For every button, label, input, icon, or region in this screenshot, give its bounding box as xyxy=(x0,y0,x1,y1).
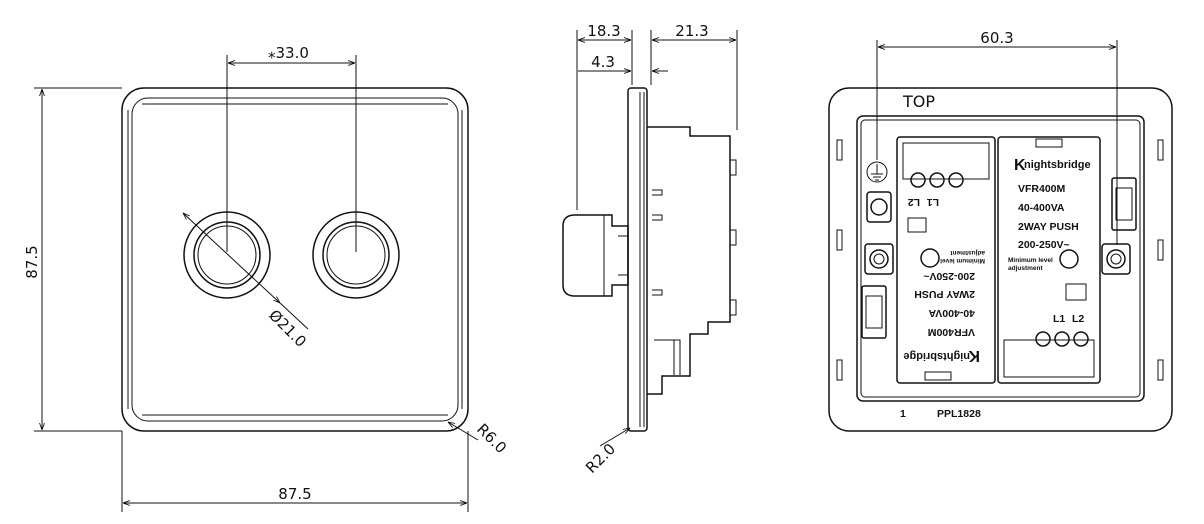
voltage-label-left: 200-250V~ xyxy=(923,270,975,282)
rear-view xyxy=(828,40,1173,432)
left-module-labels: K nightsbridge VFR400M 40-400VA 2WAY PUS… xyxy=(903,196,985,364)
clip-right xyxy=(1111,177,1137,231)
rear-slots xyxy=(836,139,1164,381)
front-view xyxy=(34,55,479,512)
dim-line-radius xyxy=(448,422,479,441)
terminal-l1-right: L1 xyxy=(1053,313,1065,325)
type-label-left: 2WAY PUSH xyxy=(914,288,975,300)
label-side-radius: R2.0 xyxy=(582,440,619,477)
fixing-lug-left xyxy=(864,243,894,275)
rear-frame xyxy=(856,115,1145,402)
side-view xyxy=(562,30,738,447)
front-plate-corner-lines xyxy=(127,103,463,416)
svg-text:K: K xyxy=(968,347,980,364)
dim-line-side-radius xyxy=(599,428,630,447)
earth-symbol-icon xyxy=(866,161,888,183)
dimmer-module-left xyxy=(896,136,996,384)
label-width: 87.5 xyxy=(278,485,311,503)
rating-label-right: 40-400VA xyxy=(1018,202,1065,214)
label-knob-diameter: Ø21.0 xyxy=(265,306,310,351)
right-module-labels: K nightsbridge VFR400M 40-400VA 2WAY PUS… xyxy=(1008,157,1091,325)
brand-label-left: nightsbridge xyxy=(903,350,970,362)
brand-label-right: nightsbridge xyxy=(1024,159,1091,171)
footer-code: PPL1828 xyxy=(937,408,981,420)
rating-label-left: 40-400VA xyxy=(928,307,975,319)
type-label-right: 2WAY PUSH xyxy=(1018,221,1079,233)
label-back-depth: 21.3 xyxy=(675,22,708,40)
label-corner-radius: R6.0 xyxy=(473,420,510,457)
dimmer-module-right xyxy=(997,136,1101,384)
min-level-adj-left: adjustment xyxy=(949,249,985,256)
label-fixing-centres: 60.3 xyxy=(980,29,1013,47)
fixing-lug-right xyxy=(1101,243,1131,275)
side-knob xyxy=(562,214,629,297)
dim-line-knob-dia xyxy=(183,213,280,303)
terminal-l2-left: L2 xyxy=(908,196,920,208)
footer-number: 1 xyxy=(900,408,906,420)
terminal-l1-left: L1 xyxy=(927,196,939,208)
label-top: TOP xyxy=(902,92,935,111)
voltage-label-right: 200-250V~ xyxy=(1018,239,1070,251)
label-plate-depth: 4.3 xyxy=(591,53,615,71)
model-label-left: VFR400M xyxy=(927,326,975,338)
side-rear-box xyxy=(647,126,731,395)
earth-terminal xyxy=(866,191,892,223)
svg-text:K: K xyxy=(1014,157,1026,174)
min-level-left: Minimum level xyxy=(940,257,985,264)
clip-left xyxy=(861,285,887,339)
label-height: 87.5 xyxy=(23,245,41,278)
front-plate-inner xyxy=(131,97,459,422)
min-level-adj-right: adjustment xyxy=(1008,265,1044,272)
label-front-depth: 18.3 xyxy=(587,22,620,40)
label-knob-spacing: ⁎33.0 xyxy=(268,44,309,62)
terminal-l2-right: L2 xyxy=(1072,313,1084,325)
min-level-right: Minimum level xyxy=(1008,257,1053,264)
front-plate-outline xyxy=(121,87,469,432)
model-label-right: VFR400M xyxy=(1018,183,1066,195)
rear-plate-outline xyxy=(828,87,1173,432)
